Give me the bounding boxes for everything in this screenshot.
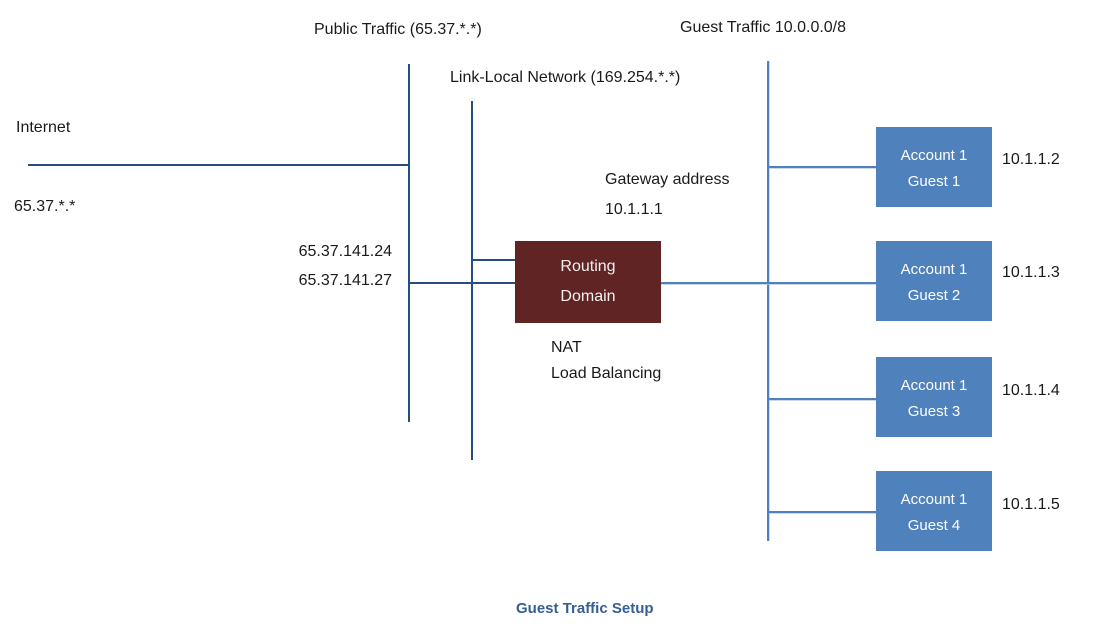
guest3-name-label: Guest 3 xyxy=(907,403,961,420)
guest2-ip-label: 10.1.1.3 xyxy=(1002,264,1060,281)
guest1-box: Account 1 Guest 1 xyxy=(876,127,992,207)
gateway-ip-label: 10.1.1.1 xyxy=(605,201,663,218)
guest3-account-label: Account 1 xyxy=(900,377,968,394)
guest4-name-label: Guest 4 xyxy=(907,517,961,534)
guest4-account-label: Account 1 xyxy=(900,491,968,508)
link-local-vline xyxy=(471,101,473,460)
guest4-branch-line xyxy=(769,511,876,513)
guest-traffic-vline xyxy=(767,61,769,541)
internet-label: Internet xyxy=(16,119,71,136)
gateway-address-label: Gateway address xyxy=(605,171,730,188)
guest4-ip-label: 10.1.1.5 xyxy=(1002,496,1060,513)
guest4-box: Account 1 Guest 4 xyxy=(876,471,992,551)
routing-domain-label-line2: Domain xyxy=(560,288,616,305)
guest2-account-label: Account 1 xyxy=(900,261,968,278)
guest3-branch-line xyxy=(769,398,876,400)
internet-line xyxy=(28,164,409,166)
uplink-line-141-27 xyxy=(409,282,515,284)
guest1-ip-label: 10.1.1.2 xyxy=(1002,151,1060,168)
guest1-name-label: Guest 1 xyxy=(907,173,961,190)
nat-label: NAT xyxy=(551,339,582,356)
routing-domain-box: Routing Domain xyxy=(515,241,661,323)
public-traffic-label: Public Traffic (65.37.*.*) xyxy=(314,21,482,38)
guest3-ip-label: 10.1.1.4 xyxy=(1002,382,1060,399)
guest2-box: Account 1 Guest 2 xyxy=(876,241,992,321)
guest2-name-label: Guest 2 xyxy=(907,287,961,304)
routing-domain-label-line1: Routing xyxy=(560,258,616,275)
guest-traffic-label: Guest Traffic 10.0.0.0/8 xyxy=(680,19,847,36)
internet-subnet-label: 65.37.*.* xyxy=(14,198,76,215)
uplink-line-141-24 xyxy=(473,259,515,261)
public-ip-2-label: 65.37.141.27 xyxy=(298,272,392,289)
guest1-account-label: Account 1 xyxy=(900,147,968,164)
guest3-box: Account 1 Guest 3 xyxy=(876,357,992,437)
guest1-branch-line xyxy=(769,166,876,168)
public-traffic-vline xyxy=(408,64,410,422)
link-local-label: Link-Local Network (169.254.*.*) xyxy=(450,69,681,86)
figure-caption: Guest Traffic Setup xyxy=(516,600,654,617)
public-ip-1-label: 65.37.141.24 xyxy=(298,243,392,260)
routing-to-guest2-line xyxy=(661,282,877,284)
load-balancing-label: Load Balancing xyxy=(551,365,662,382)
